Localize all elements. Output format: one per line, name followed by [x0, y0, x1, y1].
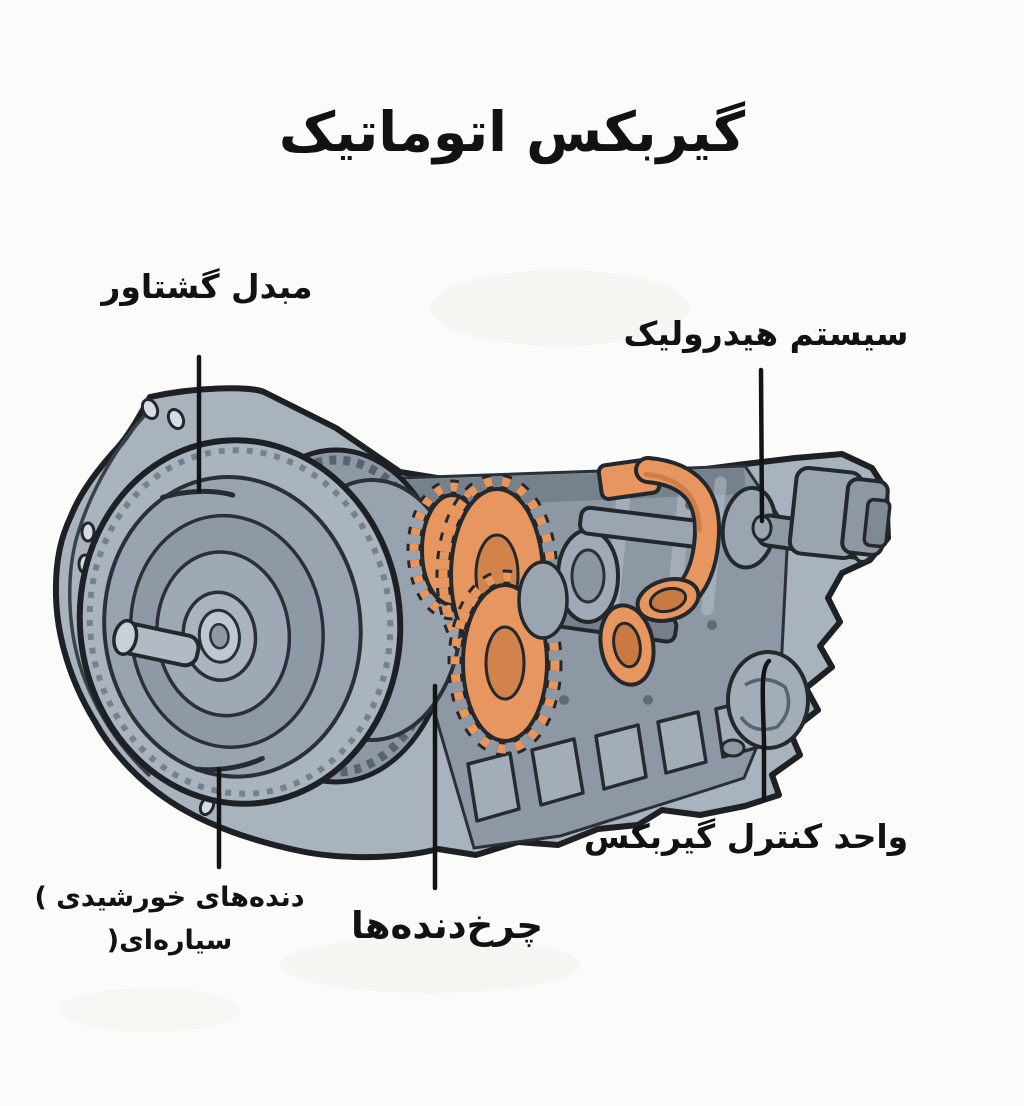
- converter-shaft-stub: [112, 618, 201, 668]
- label-gearbox-control-unit: واحد کنترل گیربکس: [583, 817, 909, 856]
- leader-control-unit: [760, 658, 772, 802]
- tail-housing: [787, 465, 892, 561]
- servo-cup: [635, 577, 701, 623]
- torque-converter-drum: [76, 437, 404, 807]
- label-planetary-sun-gears: دنده‌های خورشیدی ‎(‎ سیاره‌ای‎)‎: [22, 876, 317, 962]
- label-torque-converter: مبدل گشتاور: [101, 267, 313, 306]
- idler-drum: [517, 560, 569, 640]
- page-title: گیربکس اتوماتیک: [278, 100, 746, 164]
- orange-collar: [598, 603, 656, 687]
- label-hydraulic-system: سیستم هیدرولیک: [623, 314, 909, 353]
- leader-hydraulic-system: [758, 367, 765, 524]
- label-gears: چرخ‌دنده‌ها: [351, 904, 543, 947]
- background-smudges: [60, 270, 690, 1032]
- label-planetary-line1: دنده‌های خورشیدی ‎(‎: [34, 882, 305, 913]
- leader-lines: [196, 354, 772, 891]
- label-planetary-line2: سیاره‌ای‎)‎: [106, 925, 233, 957]
